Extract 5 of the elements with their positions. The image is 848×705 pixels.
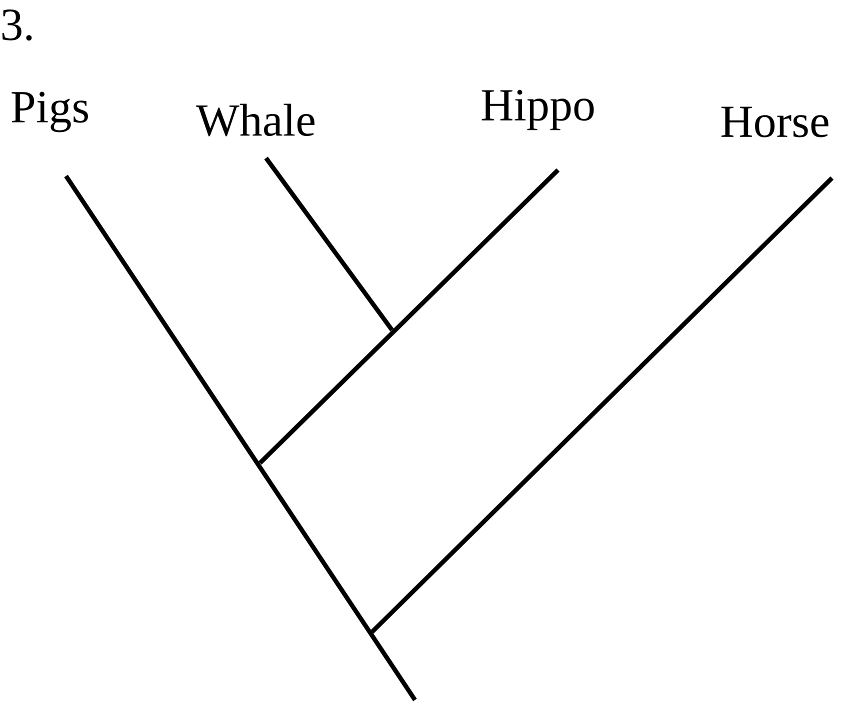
question-number: 3. bbox=[2, 9, 32, 41]
taxon-label: Pigs bbox=[12, 92, 88, 132]
taxon-label: Whale bbox=[196, 104, 314, 136]
taxon-label: Horse bbox=[721, 106, 828, 138]
taxon-label: Hippo bbox=[482, 90, 594, 130]
